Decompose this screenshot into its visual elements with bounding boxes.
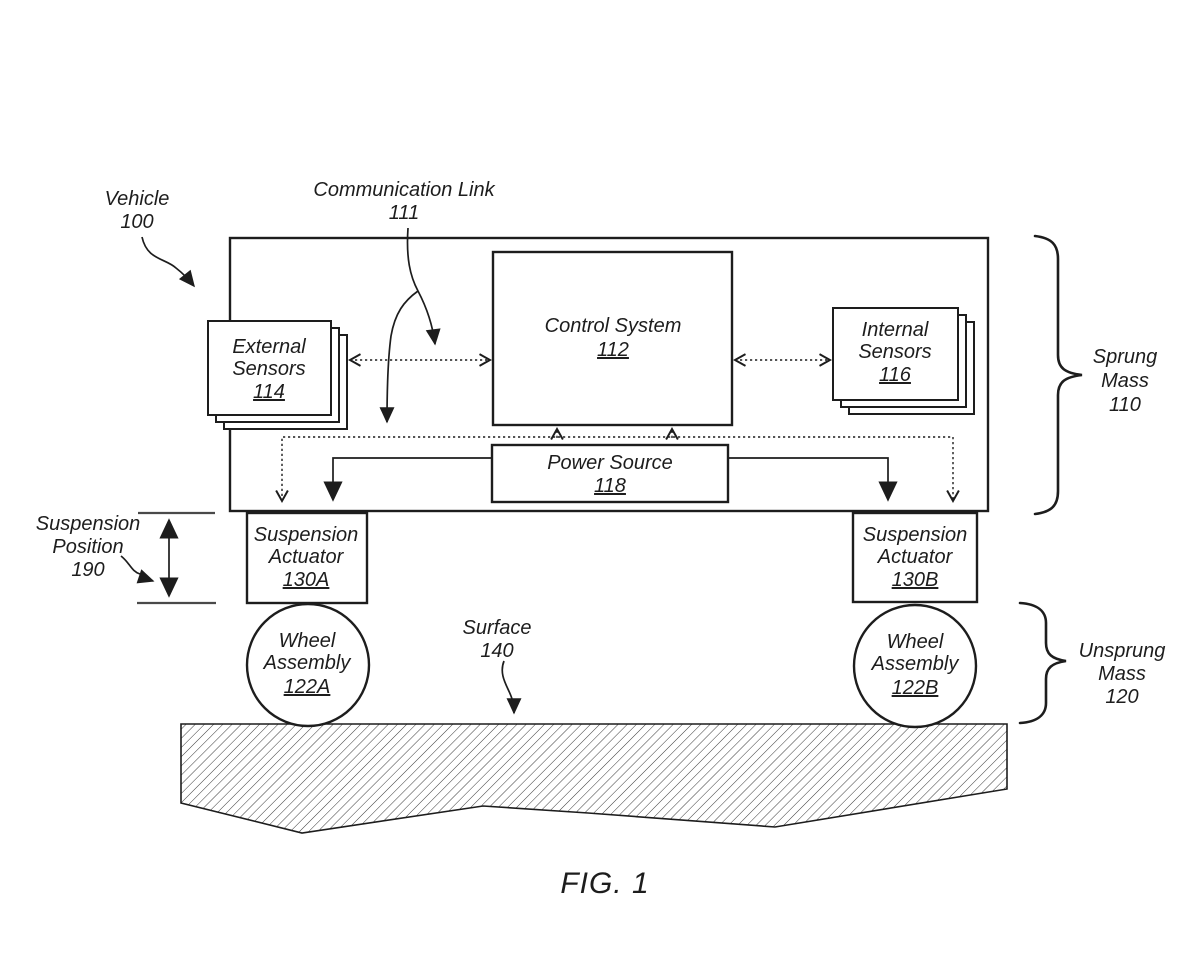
comm-link-curve-right <box>406 227 441 346</box>
suspension-actuator-b-ref: 130B <box>892 569 939 591</box>
comm-link-callout-label: Communication Link 111 <box>313 179 495 224</box>
surface-leader-arrow <box>501 660 522 715</box>
wheel-assembly-b-label: Wheel Assembly 122B <box>871 631 960 699</box>
vehicle-leader-arrow <box>141 236 195 288</box>
svg-text:Suspension: Suspension <box>36 513 141 535</box>
svg-text:Wheel: Wheel <box>887 631 944 653</box>
comm-link-ref: 111 <box>389 202 419 224</box>
unsprung-mass-ref: 120 <box>1105 686 1138 708</box>
control-system-ref: 112 <box>597 339 629 361</box>
suspension-position-leader-arrow <box>120 555 155 584</box>
power-source-box <box>490 443 730 504</box>
internal-sensors-label: Internal Sensors 116 <box>858 319 931 386</box>
vehicle-label: Vehicle <box>105 188 170 210</box>
internal-sensors-stack <box>832 307 975 415</box>
sprung-mass-brace <box>1033 234 1083 516</box>
surface-ref: 140 <box>480 640 513 662</box>
wheel-assembly-b-ref: 122B <box>892 677 939 699</box>
svg-text:Suspension: Suspension <box>863 524 968 546</box>
svg-text:Actuator: Actuator <box>268 546 345 568</box>
svg-text:Assembly: Assembly <box>263 652 352 674</box>
svg-text:Sensors: Sensors <box>858 341 931 363</box>
external-sensors-ref: 114 <box>253 381 285 403</box>
sprung-mass-label: Sprung Mass 110 <box>1093 346 1158 416</box>
internal-sensors-ref: 116 <box>879 364 912 386</box>
svg-text:Suspension: Suspension <box>254 524 359 546</box>
svg-text:Surface: Surface <box>463 617 532 639</box>
external-sensors-label: External Sensors 114 <box>232 336 306 403</box>
svg-text:Assembly: Assembly <box>871 653 960 675</box>
control-system-label: Control System 112 <box>545 315 682 361</box>
suspension-actuator-b-box <box>851 511 979 604</box>
suspension-position-label: Suspension Position 190 <box>36 513 141 581</box>
svg-text:Internal: Internal <box>862 319 929 341</box>
vehicle-callout-label: Vehicle 100 <box>105 188 170 233</box>
wheel-assembly-a-label: Wheel Assembly 122A <box>263 630 352 698</box>
suspension-actuator-a-ref: 130A <box>283 569 330 591</box>
external-sensors-stack <box>207 320 348 430</box>
svg-text:Control System: Control System <box>545 315 682 337</box>
suspension-actuator-a-box <box>245 511 369 605</box>
wheel-assembly-a-ref: 122A <box>284 676 331 698</box>
suspension-actuator-a-label: Suspension Actuator 130A <box>254 524 359 591</box>
suspension-position-ref: 190 <box>71 559 104 581</box>
road-surface-hatched <box>180 723 1008 834</box>
svg-text:Sprung: Sprung <box>1093 346 1158 368</box>
comm-loop-dotted-line <box>275 436 960 504</box>
svg-text:Mass: Mass <box>1098 663 1146 685</box>
comm-link-curve-left <box>379 290 419 424</box>
vehicle-ref: 100 <box>120 211 153 233</box>
svg-text:Mass: Mass <box>1101 370 1149 392</box>
power-source-label: Power Source 118 <box>547 452 673 497</box>
internal-sensors-box <box>832 307 959 401</box>
external-sensors-box <box>207 320 332 416</box>
control-system-box <box>491 250 734 427</box>
wheel-assembly-b-circle <box>852 603 978 729</box>
svg-text:Unsprung: Unsprung <box>1079 640 1166 662</box>
svg-text:Position: Position <box>52 536 123 558</box>
svg-text:Actuator: Actuator <box>877 546 954 568</box>
comm-link-label: Communication Link <box>313 179 495 201</box>
sprung-mass-ref: 110 <box>1109 394 1141 416</box>
wheel-assembly-a-circle <box>245 602 371 728</box>
figure-caption: FIG. 1 <box>560 867 649 900</box>
svg-text:External: External <box>232 336 306 358</box>
surface-callout-label: Surface 140 <box>463 617 532 662</box>
power-source-ref: 118 <box>594 475 626 497</box>
svg-text:Power Source: Power Source <box>547 452 673 474</box>
power-line-right <box>728 457 898 502</box>
unsprung-mass-label: Unsprung Mass 120 <box>1079 640 1166 708</box>
svg-text:Sensors: Sensors <box>232 358 305 380</box>
svg-text:Wheel: Wheel <box>279 630 336 652</box>
unsprung-mass-brace <box>1018 601 1067 725</box>
suspension-actuator-b-label: Suspension Actuator 130B <box>863 524 968 591</box>
power-line-left <box>323 457 492 502</box>
